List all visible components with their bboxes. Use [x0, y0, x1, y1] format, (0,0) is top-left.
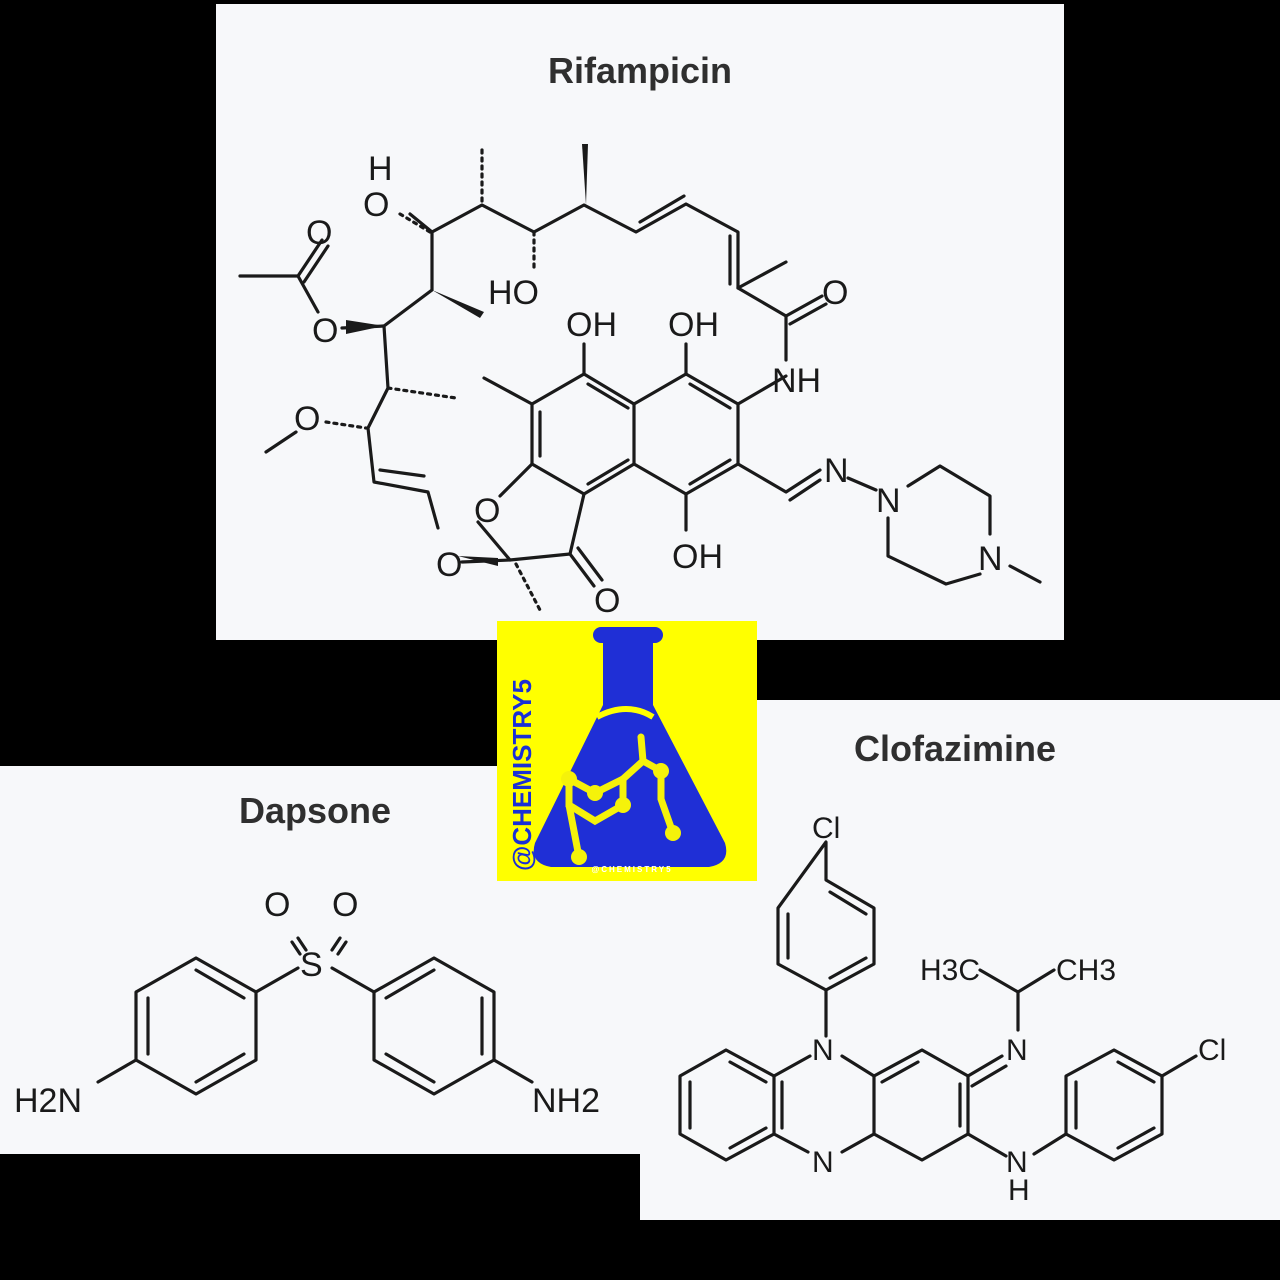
rif-o-furan-label: O — [474, 492, 500, 530]
dapsone-h2n-label: H2N — [14, 1082, 82, 1120]
flask-icon — [533, 627, 727, 867]
clof-n-ring-bottom-label: N — [812, 1146, 834, 1179]
rif-oh2-label: OH — [668, 306, 719, 344]
clof-nh-n-label: N — [1006, 1146, 1028, 1179]
rif-n-imine-label: N — [824, 452, 849, 490]
rifampicin-title: Rifampicin — [547, 50, 733, 91]
dapsone-title: Dapsone — [238, 790, 392, 831]
rif-o-methoxy-label: O — [294, 400, 320, 438]
clof-h3c-label: H3C — [920, 954, 980, 987]
rif-o-ketone-label: O — [594, 582, 620, 620]
rif-o-amide-label: O — [822, 274, 848, 312]
chemistry5-logo: @CHEMISTRY5 @CHEMISTRY5 — [497, 621, 757, 881]
dapsone-nh2-label: NH2 — [532, 1082, 600, 1120]
dapsone-s-label: S — [300, 946, 323, 984]
clof-cl-top-label: Cl — [812, 812, 840, 845]
rif-oh1-label: OH — [566, 306, 617, 344]
clof-nh-h-label: H — [1008, 1174, 1030, 1207]
clofazimine-title: Clofazimine — [853, 728, 1057, 769]
clof-n-imine-label: N — [1006, 1034, 1028, 1067]
rif-o-ester-label: O — [312, 312, 338, 350]
clof-n-ring-top-label: N — [812, 1034, 834, 1067]
logo-handle-vertical: @CHEMISTRY5 — [507, 679, 537, 871]
rif-n-pip2-label: N — [978, 540, 1003, 578]
rif-n-pip1-label: N — [876, 482, 901, 520]
rif-ho-mid-label: HO — [488, 274, 539, 312]
dapsone-structure: S O O H2N NH2 — [14, 886, 600, 1120]
logo-small-text: @CHEMISTRY5 — [591, 865, 673, 874]
rif-o-acetyl-label: O — [306, 214, 332, 252]
rif-o-top-label: O — [363, 186, 389, 224]
rifampicin-structure: H O O HO O O OH OH OH NH O N N N O O O — [238, 144, 1042, 620]
logo-handle-text: @CHEMISTRY5 — [507, 679, 537, 871]
rif-nh-label: NH — [772, 362, 821, 400]
dapsone-o2-label: O — [332, 886, 358, 924]
dapsone-o1-label: O — [264, 886, 290, 924]
rif-o-ring-label: O — [436, 546, 462, 584]
clof-ch3-label: CH3 — [1056, 954, 1116, 987]
clof-cl-right-label: Cl — [1198, 1034, 1226, 1067]
rif-h-top-label: H — [368, 150, 393, 188]
rif-oh3-label: OH — [672, 538, 723, 576]
clofazimine-structure: Cl N N N N H H3C CH3 Cl — [678, 812, 1226, 1207]
